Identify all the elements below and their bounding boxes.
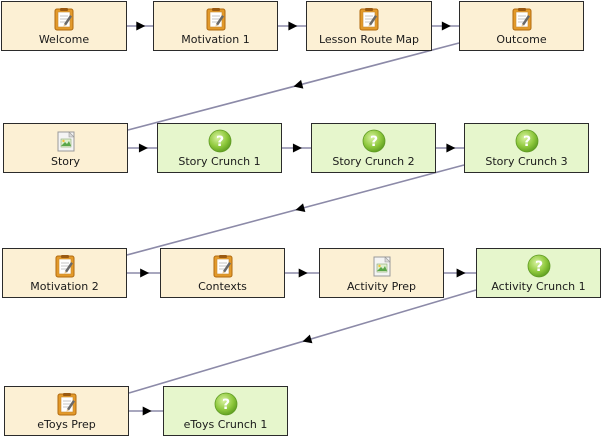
node-story[interactable]: Story	[3, 123, 128, 173]
image-page-icon	[54, 129, 78, 153]
node-lesson-route-map[interactable]: Lesson Route Map	[306, 1, 432, 51]
question-icon	[515, 129, 539, 153]
arrowhead	[288, 21, 298, 31]
node-story-crunch-1[interactable]: Story Crunch 1	[157, 123, 282, 173]
notepad-icon	[204, 7, 228, 31]
notepad-icon	[357, 7, 381, 31]
arrowhead	[142, 406, 152, 416]
image-page-icon	[370, 254, 394, 278]
node-label: Outcome	[496, 33, 547, 46]
arrowhead	[441, 21, 451, 31]
notepad-icon	[53, 254, 77, 278]
node-label: Motivation 1	[181, 33, 250, 46]
node-label: Story Crunch 2	[332, 155, 415, 168]
node-label: Motivation 2	[30, 280, 99, 293]
node-label: Story Crunch 3	[485, 155, 568, 168]
arrowhead	[295, 203, 306, 213]
arrowhead	[293, 79, 304, 89]
question-icon	[527, 254, 551, 278]
arrowhead	[456, 268, 466, 278]
node-welcome[interactable]: Welcome	[1, 1, 127, 51]
node-outcome[interactable]: Outcome	[459, 1, 584, 51]
node-activity-prep[interactable]: Activity Prep	[319, 248, 444, 298]
arrowhead	[140, 268, 150, 278]
arrowhead	[446, 143, 456, 153]
notepad-icon	[510, 7, 534, 31]
node-motivation-2[interactable]: Motivation 2	[2, 248, 127, 298]
question-icon	[214, 392, 238, 416]
node-label: Story	[50, 155, 81, 168]
node-motivation-1[interactable]: Motivation 1	[153, 1, 278, 51]
node-label: eToys Crunch 1	[183, 418, 268, 431]
arrowhead	[302, 334, 313, 344]
node-label: Lesson Route Map	[318, 33, 419, 46]
node-story-crunch-2[interactable]: Story Crunch 2	[311, 123, 436, 173]
arrowhead	[298, 268, 308, 278]
node-contexts[interactable]: Contexts	[160, 248, 285, 298]
question-icon	[362, 129, 386, 153]
node-label: Contexts	[198, 280, 247, 293]
node-story-crunch-3[interactable]: Story Crunch 3	[464, 123, 589, 173]
node-label: Activity Prep	[346, 280, 417, 293]
node-etoys-crunch-1[interactable]: eToys Crunch 1	[163, 386, 288, 436]
arrowhead	[292, 143, 302, 153]
node-activity-crunch-1[interactable]: Activity Crunch 1	[476, 248, 601, 298]
node-label: eToys Prep	[37, 418, 96, 431]
notepad-icon	[52, 7, 76, 31]
arrowhead	[136, 21, 146, 31]
node-label: Story Crunch 1	[178, 155, 261, 168]
node-label: Activity Crunch 1	[491, 280, 586, 293]
arrowhead	[138, 143, 148, 153]
notepad-icon	[55, 392, 79, 416]
notepad-icon	[211, 254, 235, 278]
node-label: Welcome	[38, 33, 90, 46]
question-icon	[208, 129, 232, 153]
node-etoys-prep[interactable]: eToys Prep	[4, 386, 129, 436]
